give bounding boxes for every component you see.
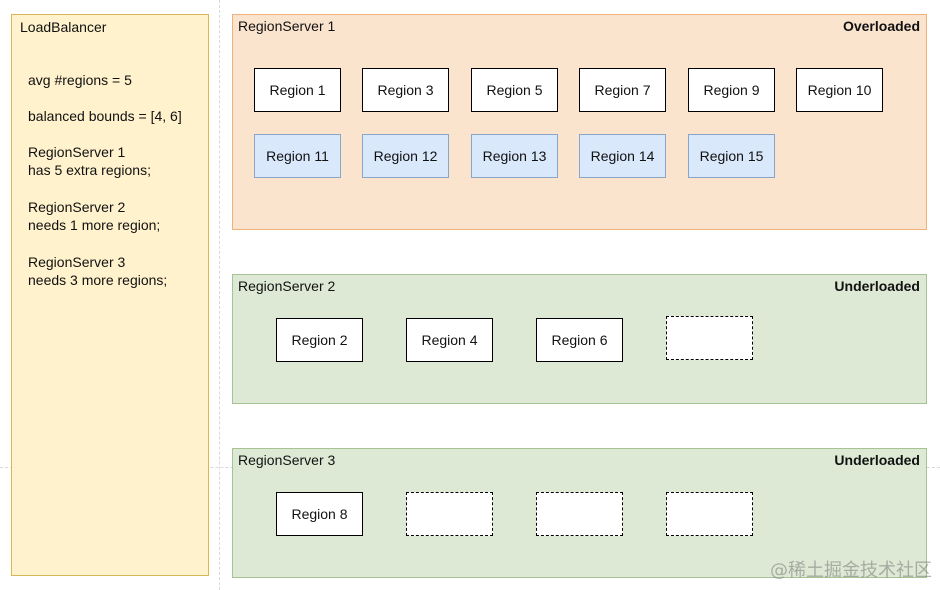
- watermark: @稀土掘金技术社区: [770, 556, 932, 582]
- empty-region-slot: [406, 492, 493, 536]
- empty-region-slot: [536, 492, 623, 536]
- empty-region-slot: [666, 316, 753, 360]
- load-balancer-title: LoadBalancer: [20, 19, 107, 35]
- extra-region-box: Region 15: [688, 134, 775, 178]
- region-box: Region 6: [536, 318, 623, 362]
- region-box: Region 9: [688, 68, 775, 112]
- server-title: RegionServer 2: [238, 278, 336, 294]
- region-server-3: RegionServer 3 Underloaded Region 8: [232, 448, 927, 578]
- watermark-text: @稀土掘金技术社区: [770, 560, 932, 581]
- region-server-2: RegionServer 2 Underloaded Region 2 Regi…: [232, 274, 927, 404]
- extra-region-box: Region 13: [471, 134, 558, 178]
- server2-note-detail: needs 1 more region;: [28, 217, 161, 233]
- region-box: Region 10: [796, 68, 883, 112]
- server1-note-title: RegionServer 1: [28, 144, 126, 160]
- guide-line: [219, 0, 220, 590]
- server2-note-title: RegionServer 2: [28, 199, 126, 215]
- server-status: Underloaded: [834, 452, 920, 468]
- region-box: Region 8: [276, 492, 363, 536]
- region-server-1: RegionServer 1 Overloaded Region 1 Regio…: [232, 14, 927, 230]
- region-box: Region 7: [579, 68, 666, 112]
- region-box: Region 2: [276, 318, 363, 362]
- server-status: Overloaded: [842, 18, 920, 34]
- region-box: Region 4: [406, 318, 493, 362]
- server-title: RegionServer 1: [238, 18, 336, 34]
- region-box: Region 5: [471, 68, 558, 112]
- server3-note-title: RegionServer 3: [28, 254, 126, 270]
- extra-region-box: Region 11: [254, 134, 341, 178]
- empty-region-slot: [666, 492, 753, 536]
- load-balancer-panel: LoadBalancer avg #regions = 5 balanced b…: [11, 14, 209, 576]
- region-box: Region 3: [362, 68, 449, 112]
- extra-region-box: Region 12: [362, 134, 449, 178]
- server1-note-detail: has 5 extra regions;: [28, 162, 151, 178]
- region-box: Region 1: [254, 68, 341, 112]
- server-title: RegionServer 3: [238, 452, 336, 468]
- server-status: Underloaded: [834, 278, 920, 294]
- balanced-bounds-text: balanced bounds = [4, 6]: [28, 108, 182, 124]
- server3-note-detail: needs 3 more regions;: [28, 272, 168, 288]
- avg-regions-text: avg #regions = 5: [28, 72, 132, 88]
- extra-region-box: Region 14: [579, 134, 666, 178]
